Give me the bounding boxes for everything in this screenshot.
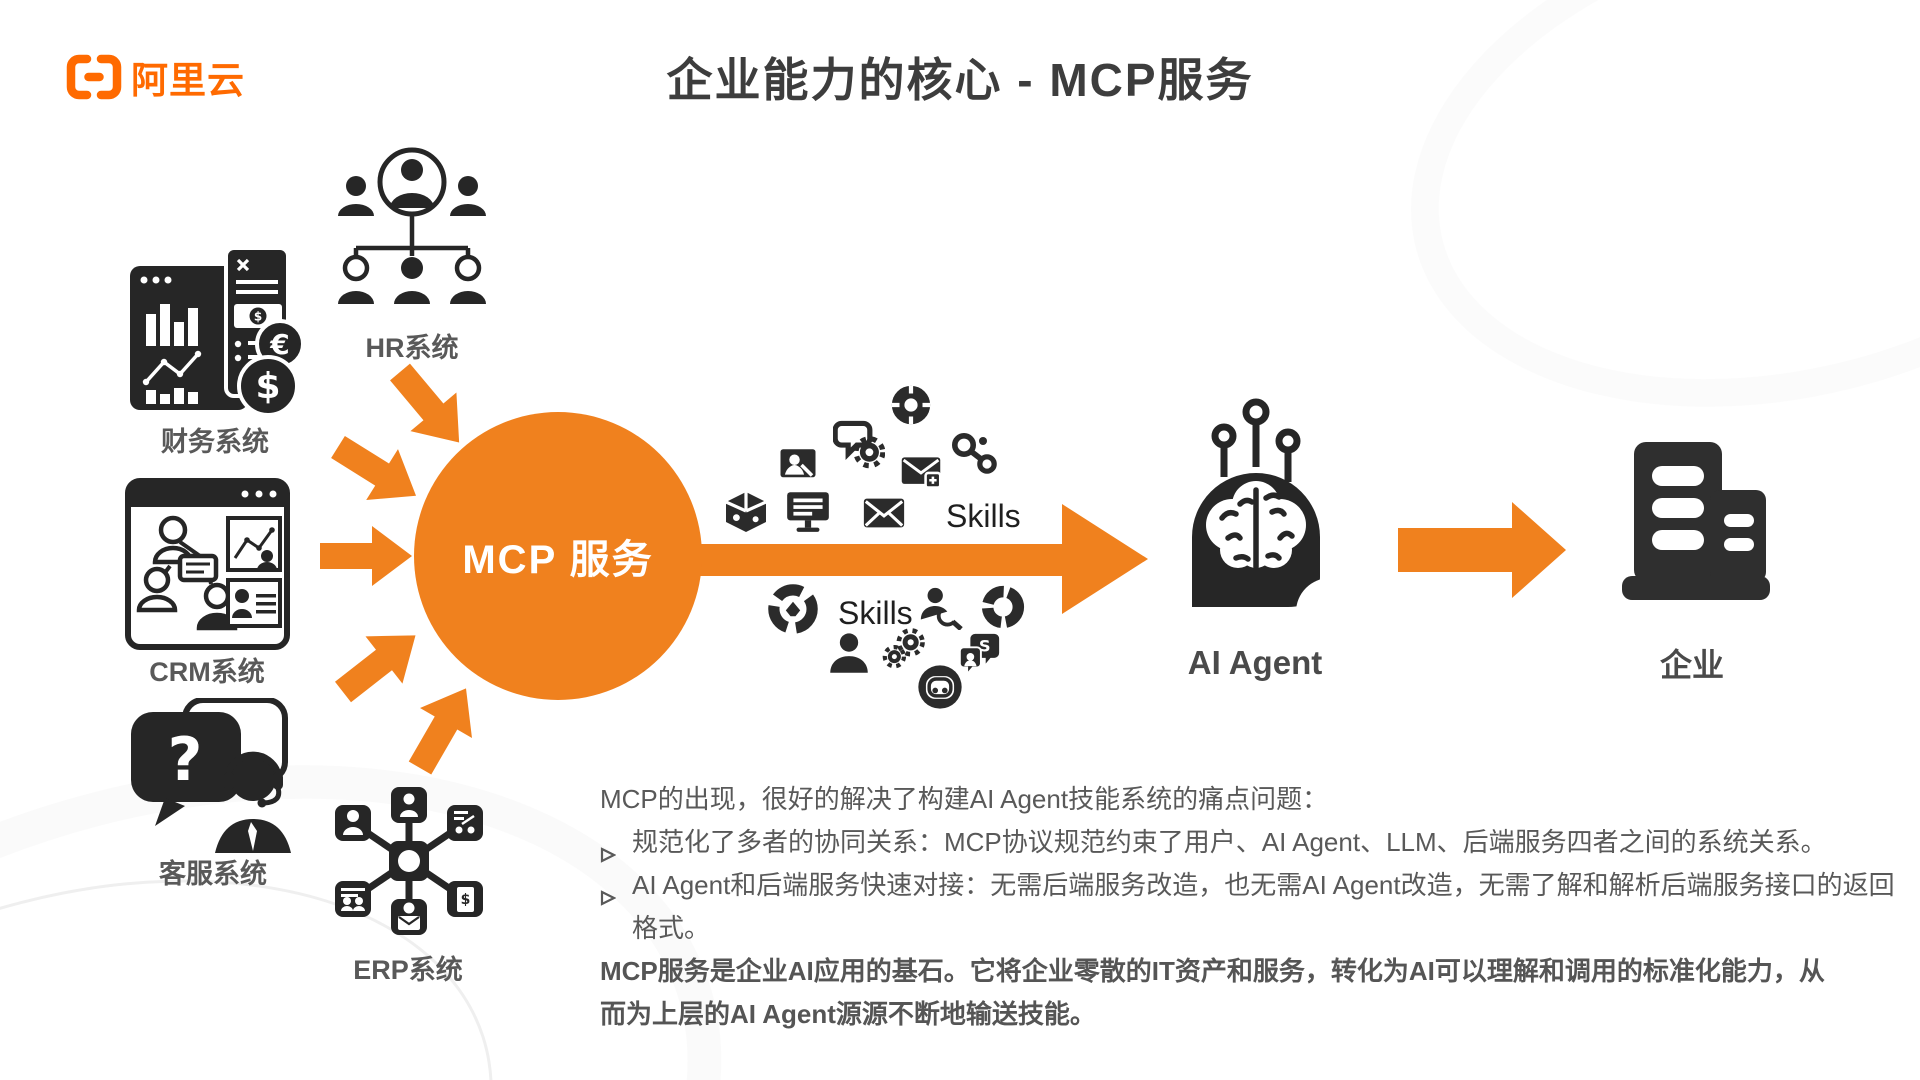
note-bullet: AI Agent和后端服务快速对接：无需后端服务改造，也无需AI Agent改造… — [600, 864, 1920, 950]
crm-system-icon — [125, 478, 290, 650]
skills-label-top: Skills — [946, 498, 1021, 534]
customer-service-system-icon: ? — [131, 698, 291, 853]
cube-icon — [722, 488, 770, 536]
ai-agent-icon — [1192, 398, 1346, 642]
crm-system-label: CRM系统 — [149, 657, 265, 687]
bullet-arrow-icon — [600, 876, 617, 919]
note-bullet: 规范化了多者的协同关系：MCP协议规范约束了用户、AI Agent、LLM、后端… — [600, 821, 1920, 864]
svg-text:$: $ — [461, 892, 471, 908]
agent-to-enterprise-arrow — [1398, 502, 1566, 598]
erp-system-icon: $ — [335, 787, 483, 935]
customer-service-system-label: 客服系统 — [159, 859, 267, 889]
alicloud-logo-icon — [66, 54, 122, 100]
enterprise-icon — [1622, 442, 1770, 600]
crm-to-mcp-arrow — [320, 526, 412, 586]
recycle-icon — [766, 582, 820, 636]
input-arrow — [334, 635, 416, 703]
note-bullet-text: 规范化了多者的协同关系：MCP协议规范约束了用户、AI Agent、LLM、后端… — [632, 827, 1827, 857]
mcp-hub-circle: MCP 服务 — [414, 412, 702, 700]
input-arrow — [331, 435, 417, 500]
page-title: 企业能力的核心 - MCP服务 — [666, 54, 1254, 106]
person-search-icon — [916, 584, 964, 630]
notes-summary: MCP服务是企业AI应用的基石。它将企业零散的IT资产和服务，转化为AI可以理解… — [600, 956, 1825, 1029]
svg-text:$: $ — [255, 366, 280, 407]
skills-arrow — [640, 504, 1148, 614]
svg-text:€: € — [269, 328, 289, 361]
note-bullet-text: AI Agent和后端服务快速对接：无需后端服务改造，也无需AI Agent改造… — [632, 870, 1895, 943]
chat-gear-icon — [833, 418, 885, 470]
envelope-icon — [856, 490, 912, 536]
skills-label-bottom: Skills — [838, 595, 913, 631]
bullet-arrow-icon — [600, 833, 617, 876]
mcp-hub-label: MCP 服务 — [462, 538, 654, 582]
svg-text:$: $ — [254, 310, 262, 324]
robot-icon — [914, 660, 966, 714]
donut-chart-icon — [980, 584, 1026, 630]
logo-text: 阿里云 — [131, 60, 245, 101]
hr-to-mcp-arrow — [390, 363, 460, 443]
alicloud-logo: 阿里云 — [66, 50, 245, 104]
hr-system-label: HR系统 — [365, 333, 459, 363]
erp-to-mcp-arrow — [408, 688, 472, 775]
monitor-icon — [782, 486, 834, 536]
photo-frame-icon — [775, 444, 821, 486]
person-icon — [824, 628, 874, 680]
link-icon — [948, 430, 1000, 478]
erp-system-label: ERP系统 — [353, 955, 463, 985]
hr-system-icon — [338, 147, 486, 304]
notes: MCP的出现，很好的解决了构建AI Agent技能系统的痛点问题： 规范化了多者… — [600, 778, 1920, 1036]
finance-system-icon: $ € $ — [130, 248, 305, 417]
aperture-icon — [888, 382, 934, 428]
notes-intro: MCP的出现，很好的解决了构建AI Agent技能系统的痛点问题： — [600, 784, 1329, 814]
envelope-stamp-icon — [895, 450, 947, 494]
svg-text:?: ? — [168, 725, 203, 795]
ai-agent-label: AI Agent — [1187, 644, 1323, 681]
enterprise-label: 企业 — [1659, 647, 1724, 683]
finance-system-label: 财务系统 — [161, 427, 269, 457]
